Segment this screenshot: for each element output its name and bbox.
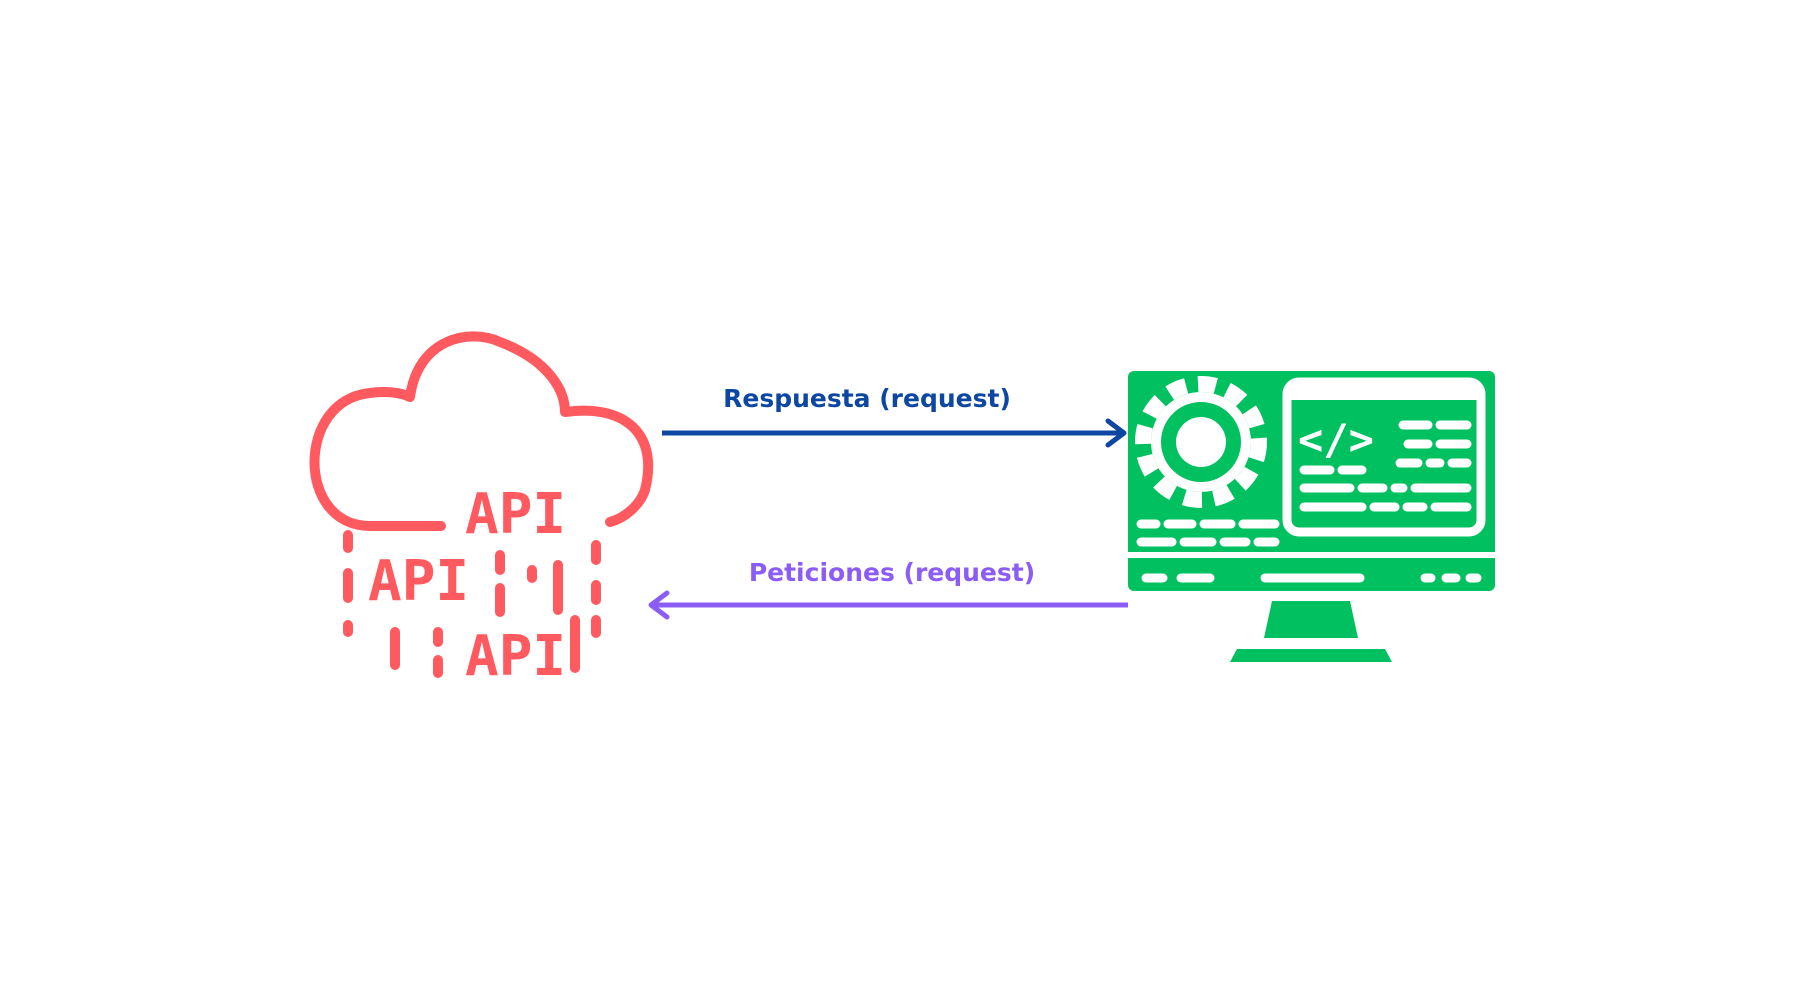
code-window: </> xyxy=(1282,377,1486,537)
monitor-base xyxy=(1230,649,1392,662)
code-symbol-icon: </> xyxy=(1298,415,1374,464)
status-lines xyxy=(1136,519,1280,547)
request-arrowhead xyxy=(648,590,670,620)
cloud-outline xyxy=(309,331,654,531)
request-arrow: Peticiones (request) xyxy=(648,558,1128,620)
gear-icon xyxy=(1135,376,1267,508)
developer-computer-icon: </> xyxy=(1128,371,1495,662)
response-arrowhead xyxy=(1105,418,1127,448)
request-label: Peticiones (request) xyxy=(749,558,1035,587)
api-label-middle: API xyxy=(368,549,469,614)
data-rain xyxy=(343,530,601,678)
code-lines xyxy=(1299,420,1472,512)
cloud-api-icon: API API API xyxy=(309,331,654,689)
api-label-bottom: API xyxy=(465,624,566,689)
response-arrow: Respuesta (request) xyxy=(662,384,1127,448)
monitor-divider xyxy=(1128,552,1495,558)
response-label: Respuesta (request) xyxy=(723,384,1011,413)
monitor-stand xyxy=(1264,601,1358,638)
api-label-top: API xyxy=(465,482,566,547)
